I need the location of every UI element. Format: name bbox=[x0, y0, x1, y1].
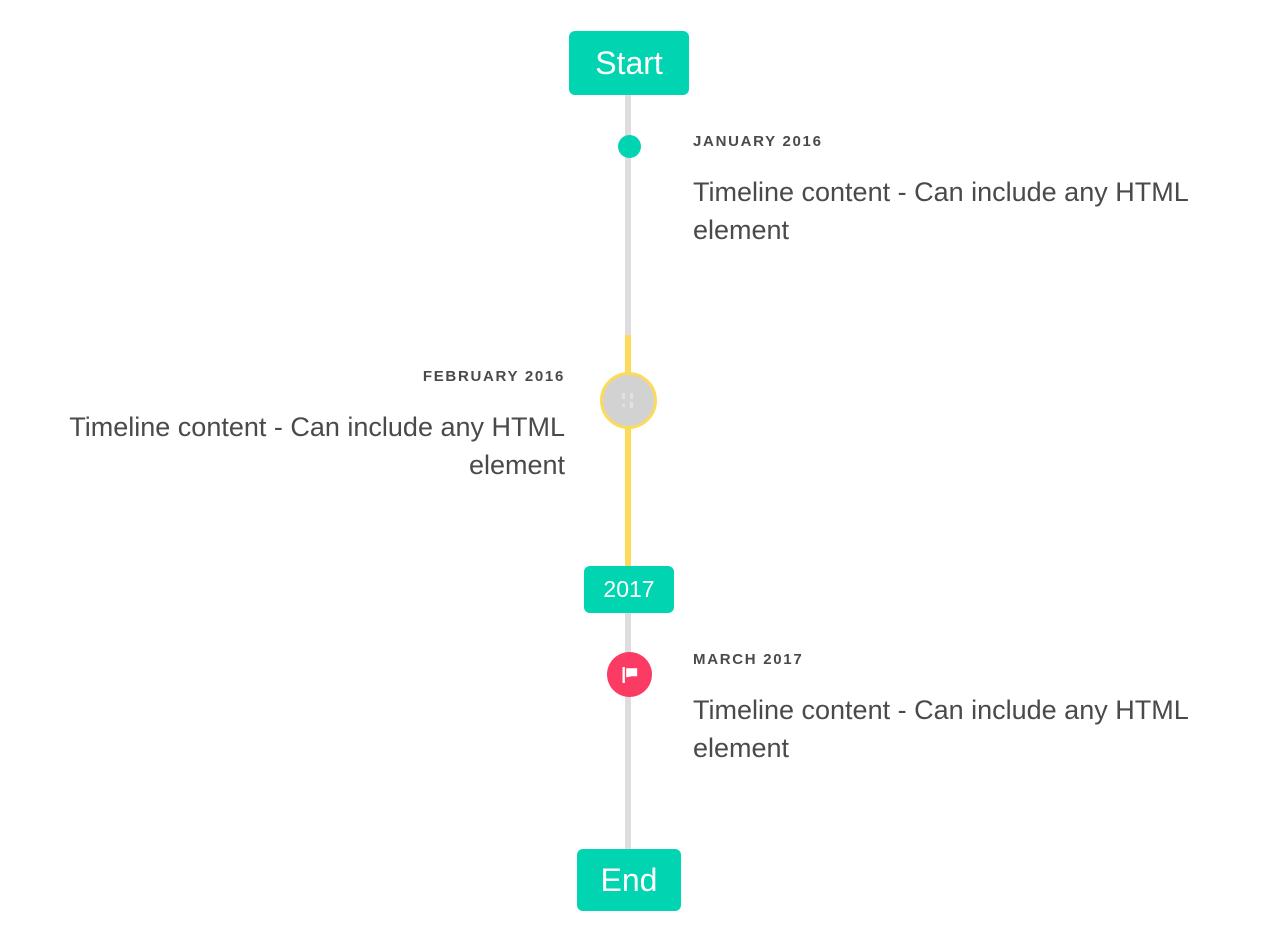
timeline-end-badge[interactable]: End bbox=[577, 849, 681, 911]
timeline-entry-label: MARCH 2017 bbox=[693, 651, 804, 668]
timeline-entry-february: FEBRUARY 2016 Timeline content - Can inc… bbox=[35, 368, 565, 484]
timeline-entry-january: JANUARY 2016 Timeline content - Can incl… bbox=[693, 133, 1223, 249]
timeline-marker-dot-icon[interactable] bbox=[618, 135, 641, 158]
timeline-entry-body: Timeline content - Can include any HTML … bbox=[693, 176, 1188, 245]
timeline-spine-segment-highlight bbox=[625, 335, 631, 566]
timeline-entry-body: Timeline content - Can include any HTML … bbox=[69, 411, 565, 480]
timeline-start-badge[interactable]: Start bbox=[569, 31, 689, 95]
timeline-entry-body: Timeline content - Can include any HTML … bbox=[693, 694, 1188, 763]
timeline-entry-label: JANUARY 2016 bbox=[693, 133, 823, 150]
broken-image-icon bbox=[621, 392, 633, 408]
timeline-marker-flag-icon[interactable] bbox=[607, 652, 652, 697]
timeline-year-badge[interactable]: 2017 bbox=[584, 566, 674, 613]
timeline-spine-segment-top bbox=[625, 95, 631, 335]
timeline-marker-broken-image-icon[interactable] bbox=[600, 372, 657, 429]
timeline-entry-label: FEBRUARY 2016 bbox=[422, 368, 565, 385]
timeline-entry-march: MARCH 2017 Timeline content - Can includ… bbox=[693, 651, 1223, 767]
timeline-spine-segment-bottom bbox=[625, 613, 631, 849]
flag-icon bbox=[622, 666, 637, 683]
